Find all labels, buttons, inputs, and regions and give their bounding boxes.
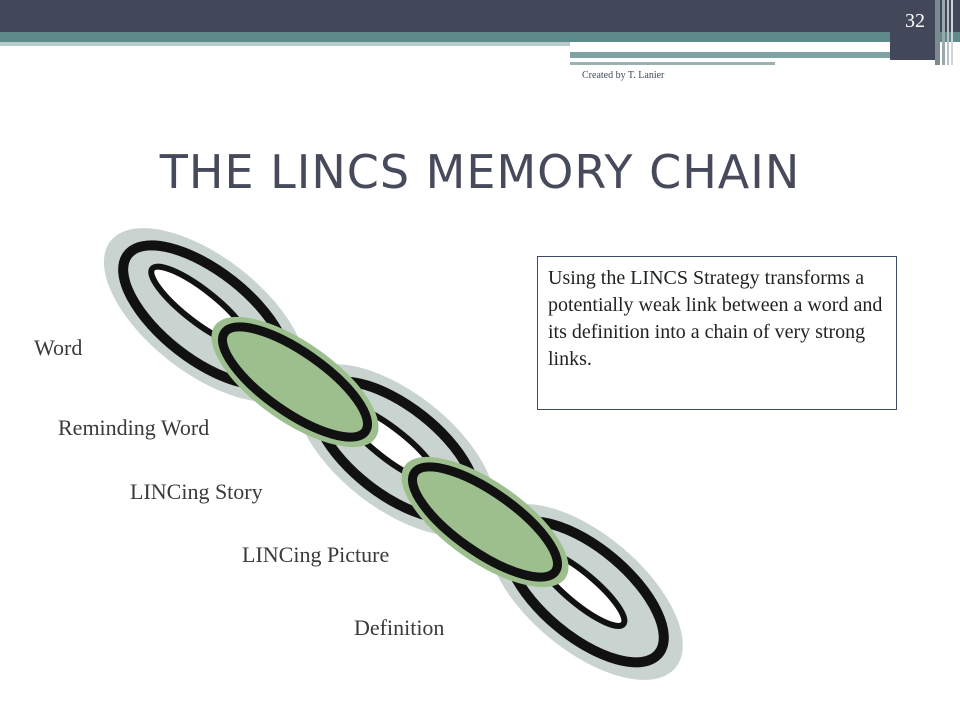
credit-text: Created by T. Lanier: [582, 70, 665, 81]
label-definition: Definition: [354, 615, 445, 640]
label-reminding-word: Reminding Word: [58, 415, 210, 440]
label-lincing-story: LINCing Story: [130, 479, 263, 504]
callout-box: Using the LINCS Strategy transforms a po…: [537, 256, 897, 410]
chain-link-green: [401, 456, 569, 588]
label-word: Word: [34, 335, 83, 360]
slide-number: 32: [905, 10, 925, 32]
slide-title: THE LINCS MEMORY CHAIN: [159, 145, 801, 199]
chain-link-green: [211, 316, 379, 448]
header-band: [0, 0, 960, 65]
label-lincing-picture: LINCing Picture: [242, 542, 390, 567]
